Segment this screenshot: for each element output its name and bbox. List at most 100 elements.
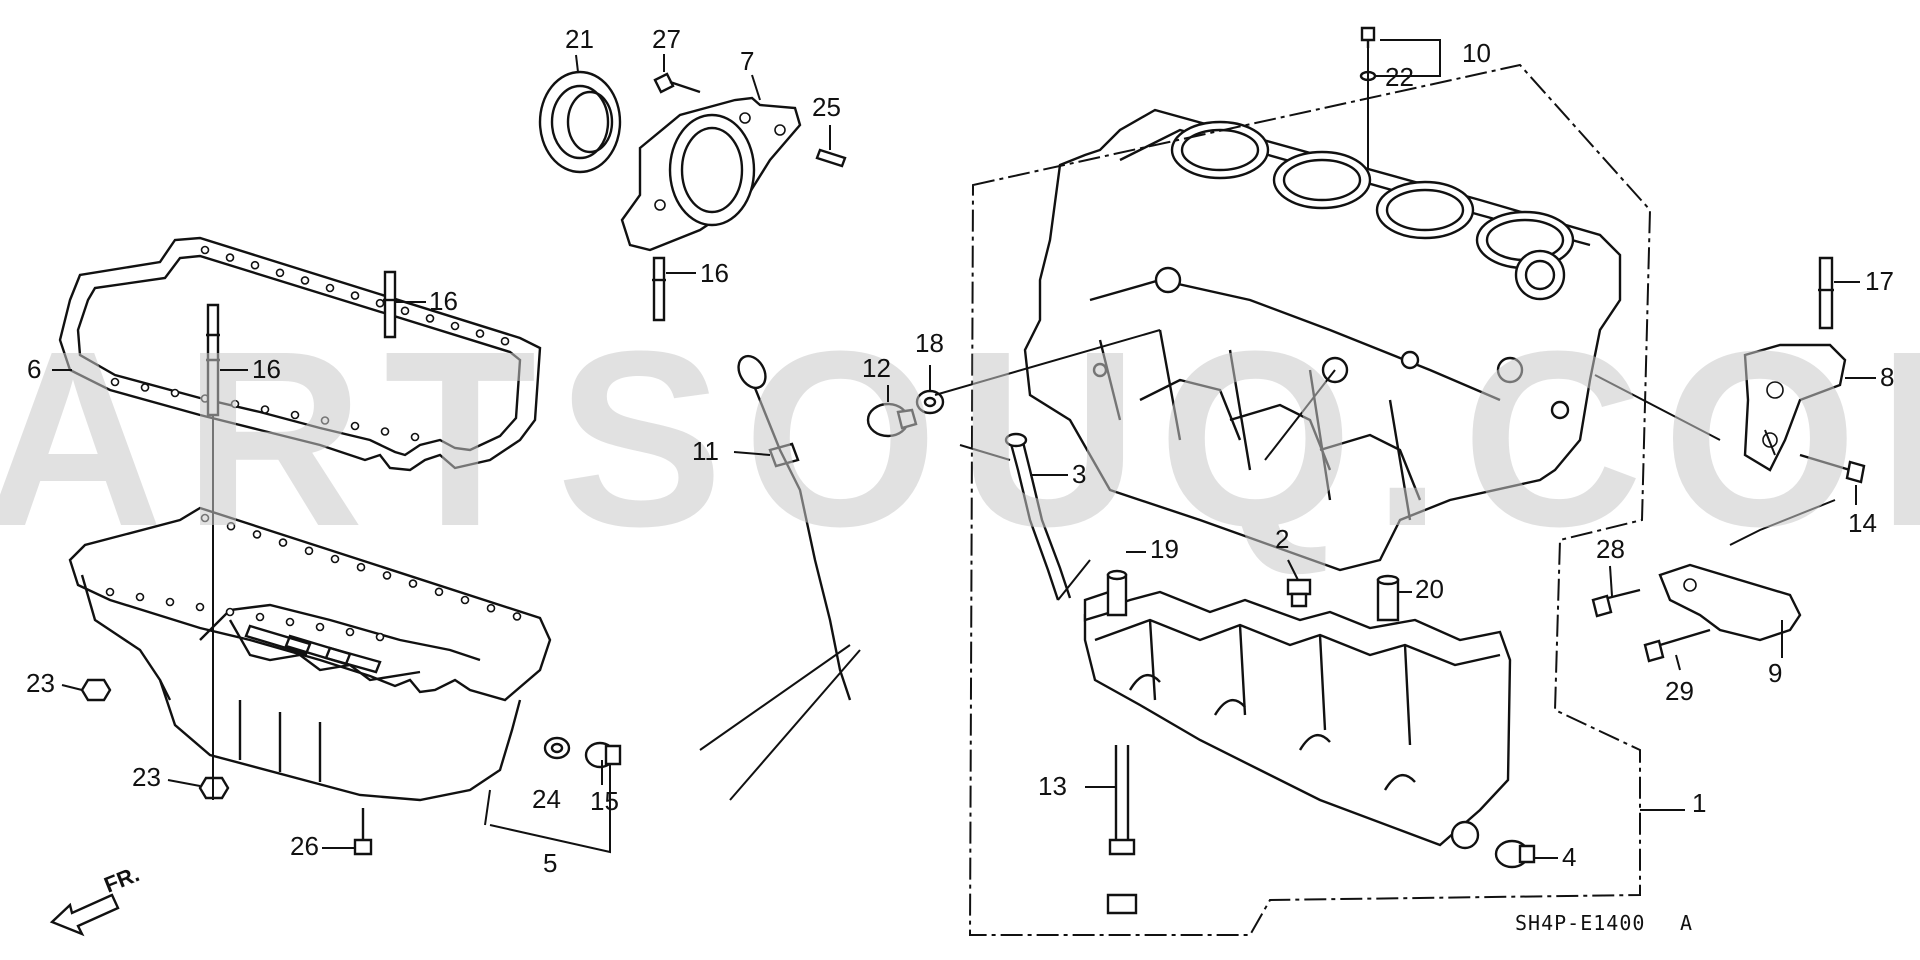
bolt-hole: [460, 595, 470, 605]
callout-24[interactable]: 24: [532, 784, 561, 814]
bolt-hole: [320, 416, 330, 425]
callout-25[interactable]: 25: [812, 92, 841, 122]
callout-16b[interactable]: 16: [429, 286, 458, 316]
plug-2[interactable]: [1286, 578, 1312, 608]
bolt-26[interactable]: [353, 808, 373, 856]
bolt-hole: [380, 427, 390, 436]
dipstick-guide-tube[interactable]: [1004, 432, 1072, 601]
bolt-10[interactable]: [1360, 26, 1376, 48]
bolt-hole: [410, 432, 420, 442]
plug-12[interactable]: [866, 402, 918, 438]
callout-27[interactable]: 27: [652, 24, 681, 54]
callout-28[interactable]: 28: [1596, 534, 1625, 564]
bolt-hole: [300, 276, 310, 285]
bolt-14[interactable]: [1799, 453, 1866, 484]
oil-seal-case[interactable]: [620, 96, 802, 252]
stud-17[interactable]: [1818, 256, 1834, 330]
stud-16-upper[interactable]: [652, 256, 666, 322]
callout-leaders: [52, 54, 1876, 859]
bolt-hole: [260, 405, 270, 414]
callout-12[interactable]: 12: [862, 353, 891, 383]
bolt-hole: [200, 513, 210, 523]
callout-23a[interactable]: 23: [26, 668, 55, 698]
bolt-hole: [225, 253, 235, 262]
diagram-code-text: SH4P-E1400: [1515, 911, 1645, 935]
callout-17[interactable]: 17: [1865, 266, 1894, 296]
bolt-13[interactable]: [1106, 745, 1138, 915]
bearing-cap-bridge[interactable]: [1083, 588, 1512, 850]
fasteners: [80, 26, 1866, 915]
stud-16-left[interactable]: [383, 270, 397, 339]
callout-8[interactable]: 8: [1880, 362, 1894, 392]
callout-19[interactable]: 19: [1150, 534, 1179, 564]
callout-21[interactable]: 21: [565, 24, 594, 54]
callout-9[interactable]: 9: [1768, 658, 1782, 688]
bolt-hole: [350, 421, 360, 431]
bolt-hole: [512, 612, 522, 621]
callout-6[interactable]: 6: [27, 354, 41, 384]
bolt-29[interactable]: [1643, 628, 1711, 663]
washer-24[interactable]: [543, 736, 571, 760]
bolt-hole: [486, 603, 496, 613]
bolt-hole: [275, 268, 285, 278]
bolt-hole: [375, 632, 385, 642]
cylinder-block[interactable]: [1023, 108, 1622, 572]
bolt-hole: [252, 530, 262, 539]
callout-18[interactable]: 18: [915, 328, 944, 358]
bolt-27[interactable]: [653, 72, 701, 94]
dowel-20[interactable]: [1376, 574, 1400, 622]
callout-26[interactable]: 26: [290, 831, 319, 861]
dowel-pin-25[interactable]: [815, 148, 847, 168]
diagram-variant: A: [1680, 911, 1693, 935]
bolt-hole: [345, 627, 355, 637]
callout-7[interactable]: 7: [740, 46, 754, 76]
oil-seal[interactable]: [538, 70, 622, 174]
callout-3[interactable]: 3: [1072, 459, 1086, 489]
bracket-9[interactable]: [1658, 563, 1802, 642]
bolt-hole: [315, 622, 325, 632]
direction-label: FR.: [101, 861, 143, 897]
callout-22[interactable]: 22: [1385, 62, 1414, 92]
plug-4[interactable]: [1494, 839, 1536, 869]
callout-14[interactable]: 14: [1848, 508, 1877, 538]
bolt-hole: [475, 329, 485, 338]
callout-4[interactable]: 4: [1562, 842, 1576, 872]
callout-23b[interactable]: 23: [132, 762, 161, 792]
callout-16c[interactable]: 16: [252, 354, 281, 384]
callout-11[interactable]: 11: [692, 436, 719, 466]
bolt-hole: [165, 597, 175, 607]
drain-bolt-15[interactable]: [584, 741, 622, 769]
bolt-hole: [408, 579, 418, 588]
callout-13[interactable]: 13: [1038, 771, 1067, 801]
callout-1[interactable]: 1: [1692, 788, 1706, 818]
oil-pan[interactable]: [68, 506, 552, 802]
callout-5[interactable]: 5: [543, 848, 557, 878]
bolt-hole: [230, 399, 240, 409]
front-direction-arrow: FR.: [49, 861, 143, 937]
bolt-hole: [110, 377, 120, 387]
stud-16-mid[interactable]: [206, 303, 220, 417]
bolt-28[interactable]: [1591, 588, 1641, 618]
bolt-hole: [250, 260, 260, 270]
bolt-hole: [255, 612, 265, 622]
bolt-hole: [330, 554, 340, 564]
callout-16a[interactable]: 16: [700, 258, 729, 288]
callout-2[interactable]: 2: [1275, 524, 1289, 554]
bolt-hole: [195, 602, 205, 612]
callout-15[interactable]: 15: [590, 786, 619, 816]
bolt-hole: [105, 587, 115, 597]
bolt-hole: [278, 538, 288, 547]
bolt-hole: [285, 617, 295, 627]
bracket-8[interactable]: [1743, 343, 1847, 472]
oil-pan-gasket[interactable]: [58, 236, 542, 472]
bolt-hole: [350, 291, 360, 300]
callout-20[interactable]: 20: [1415, 574, 1444, 604]
bolt-hole: [375, 298, 385, 308]
bolt-hole: [425, 314, 435, 323]
nut-23-upper[interactable]: [80, 678, 112, 702]
oil-dipstick[interactable]: [733, 351, 852, 701]
callout-29[interactable]: 29: [1665, 676, 1694, 706]
callout-10[interactable]: 10: [1462, 38, 1491, 68]
dowel-19[interactable]: [1106, 569, 1128, 617]
